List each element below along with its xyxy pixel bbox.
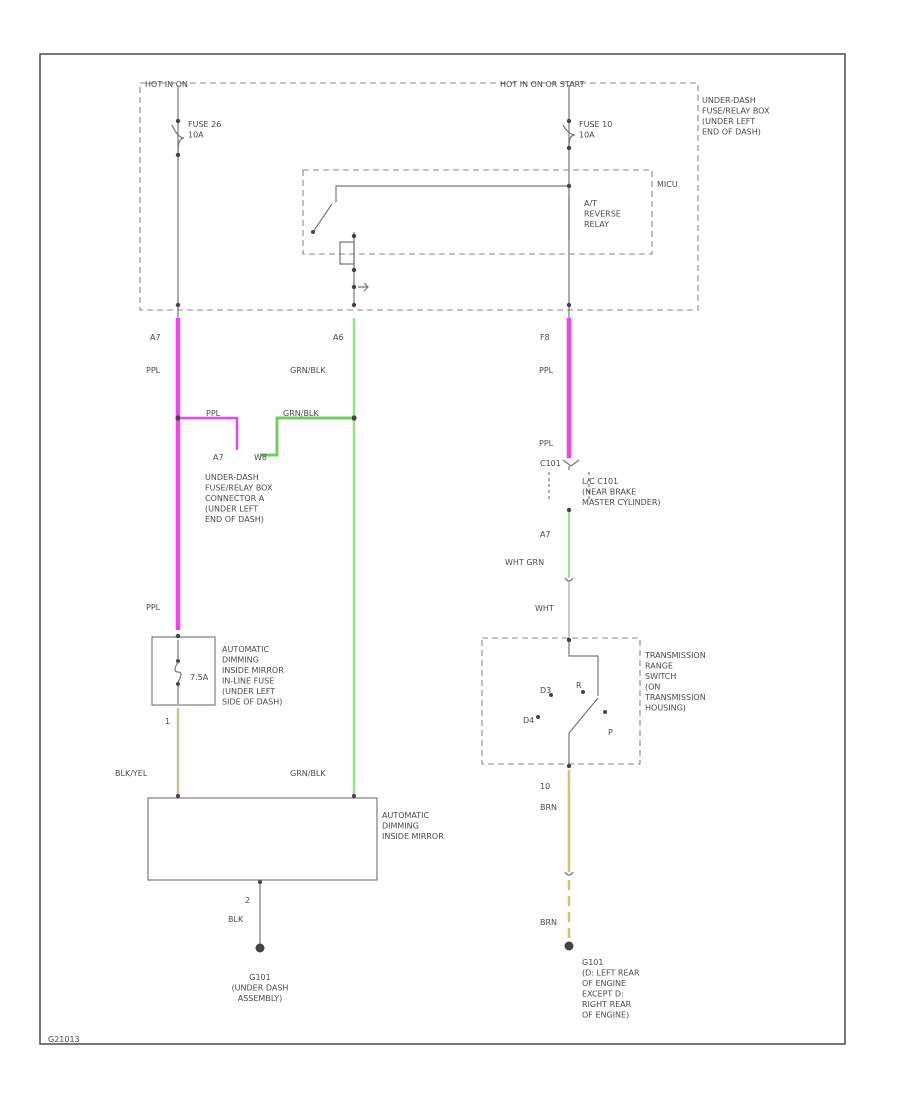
c101-dashed-link [548,472,590,500]
hot-in-on-start-label: HOT IN ON OR START [500,80,585,89]
wht-grn-label: WHT GRN [505,558,544,567]
connector-f8-label: F8 [540,333,550,342]
w8-label: W8 [254,453,267,462]
mirror-fuse-icon [174,640,182,704]
diagram-frame [39,53,846,1045]
relay-switch-arm [312,203,333,233]
ppl-branch-wire [180,416,239,450]
ppl-label-1: PPL [146,366,161,375]
switch-pos-d4 [536,715,540,719]
wht-label: WHT [535,604,554,613]
ground-g101-right [564,941,574,951]
switch-pos-p-label: P [608,728,613,737]
switch-pos-d3 [549,693,553,697]
c101-label: C101 [540,459,561,468]
a7-w-label: A7 [213,453,224,462]
mirror-pin-grn-blk [352,794,356,798]
mirror-pin-blk-yel [176,794,180,798]
brn-connector-icon [564,871,574,876]
ppl-lower-label: PPL [146,603,161,612]
pin-2-label: 2 [245,896,250,905]
fuse-26-icon [171,124,185,153]
relay-terminal-3 [351,284,357,290]
automatic-dimming-inside-mirror [147,797,378,881]
grn-blk-label-1: GRN/BLK [290,366,326,375]
c101-connector [562,459,580,470]
grn-blk-splice [351,415,357,421]
grn-blk-mid-label: GRN/BLK [283,409,319,418]
fuse-10-icon [562,124,576,147]
connector-f8-pin [566,302,572,308]
grn-blk-branch-wire [260,416,352,457]
connector-a7-pin [175,302,181,308]
switch-pos-p [603,710,607,714]
a7-right-label: A7 [540,530,551,539]
ppl-mid-label: PPL [206,409,221,418]
micu-label: MICU [657,180,678,189]
relay-contact-wire [335,185,569,202]
switch-bottom-pin [566,763,572,769]
fuse-26-bottom-terminal [175,152,181,158]
relay-coil [339,241,355,265]
ppl-splice [175,415,181,421]
relay-terminal-2 [351,267,357,273]
switch-pos-d3-label: D3 [540,686,551,695]
relay-ground-stub [358,282,369,292]
hot-in-on-label: HOT IN ON [145,80,188,89]
switch-pos-d4-label: D4 [523,716,534,725]
switch-feed-wire [568,642,599,696]
brn-label-2: BRN [540,918,557,927]
mirror-fuse-top-pin [175,633,181,639]
brn-label-1: BRN [540,803,557,812]
switch-top-pin [566,637,572,643]
under-dash-fuse-relay-box [139,82,699,311]
ppl-right-label-2: PPL [539,439,554,448]
pin-1-label: 1 [165,717,170,726]
transmission-range-switch-box [481,637,641,765]
wht-connector-icon [564,577,574,582]
grn-blk-lower-label: GRN/BLK [290,769,326,778]
switch-pos-r [581,690,585,694]
micu-box [302,169,653,255]
ground-g101-left [255,943,265,953]
c101-pin [566,507,572,513]
relay-contact-junction [566,183,572,189]
fuse-7-5a-label: 7.5A [190,673,209,682]
pin-10-label: 10 [540,782,550,791]
mirror-fuse-low-pin [176,682,180,686]
blk-label: BLK [228,915,244,924]
connector-a7-label: A7 [150,333,161,342]
switch-pos-r-label: R [576,681,582,690]
blk-yel-label: BLK/YEL [115,769,148,778]
figure-id: G21013 [48,1035,80,1044]
fuse-10-bottom-terminal [566,145,572,151]
fuse-26-top-terminal [175,118,181,124]
relay-terminal-1 [351,233,357,239]
connector-a6-pin [351,302,357,308]
fuse-10-top-terminal [566,118,572,124]
relay-switch-pivot [311,230,315,234]
mirror-ground-pin [258,880,262,884]
switch-arm [568,697,599,734]
connector-a6-label: A6 [333,333,344,342]
mirror-fuse-mid-pin [176,659,180,663]
ppl-right-label-1: PPL [539,366,554,375]
mirror-inline-fuse-box [151,636,216,706]
